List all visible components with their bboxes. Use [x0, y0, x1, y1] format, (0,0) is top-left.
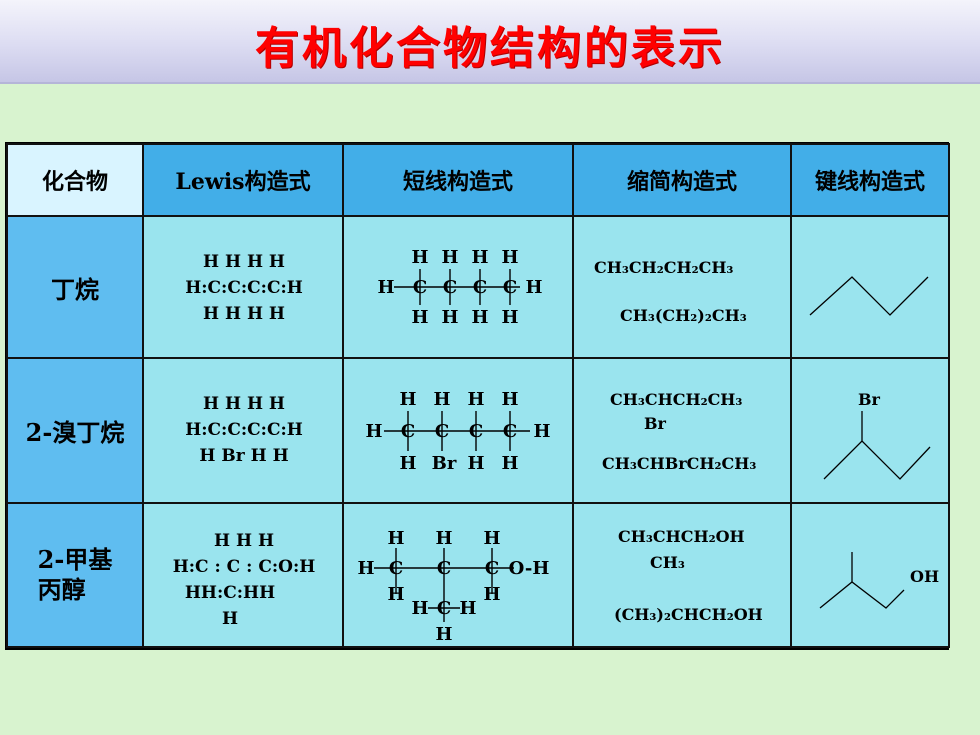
skeletal-structure: [790, 215, 950, 359]
condensed-structure: CH₃CHCH₂OH CH₃ (CH₃)₂CHCH₂OH: [572, 502, 792, 648]
atom-h: H: [483, 584, 500, 605]
atom-h: H: [459, 598, 476, 619]
lewis-mid: H:C:C:C:C:H: [185, 420, 303, 440]
skeletal-label: Br: [858, 390, 881, 409]
col-header-dash: 短线构造式: [342, 143, 574, 217]
atom-h: H: [483, 528, 500, 549]
lewis-structure: H H H H:C : C : C:O:H HH:C:HH H: [142, 502, 344, 648]
condensed-structure: CH₃CHCH₂CH₃ Br CH₃CHBrCH₂CH₃: [572, 357, 792, 504]
lewis-structure: H H H H H:C:C:C:C:H H H H H: [142, 215, 344, 359]
lewis-top: H H H: [214, 531, 274, 551]
compound-name: 2-甲基 丙醇: [6, 502, 144, 648]
skeletal-structure: Br: [790, 357, 950, 504]
atom-h: H: [435, 528, 452, 549]
atom-h: H: [411, 598, 428, 619]
atom-h: H: [377, 277, 394, 298]
col-header-condensed: 缩简构造式: [572, 143, 792, 217]
atom-h: H: [533, 421, 550, 442]
lewis-structure: H H H H H:C:C:C:C:H H Br H H: [142, 357, 344, 504]
atom-h: H: [399, 453, 416, 474]
atom-c: C: [435, 421, 449, 442]
col-header-skeletal: 键线构造式: [790, 143, 950, 217]
atom-c: C: [413, 277, 427, 298]
atom-c: C: [437, 598, 451, 619]
atom-h: H: [467, 453, 484, 474]
atom-h: H: [399, 389, 416, 410]
atom-h: H: [357, 558, 374, 579]
atom-h: H: [441, 247, 458, 268]
condensed-formula: CH₃(CH₂)₂CH₃: [620, 306, 747, 325]
atom-c: C: [443, 277, 457, 298]
col-header-compound: 化合物: [6, 143, 144, 217]
atom-c: C: [473, 277, 487, 298]
col-header-lewis: Lewis构造式: [142, 143, 344, 217]
condensed-formula: CH₃CHBrCH₂CH₃: [602, 454, 756, 473]
lewis-mid: H:C : C : C:O:H: [173, 557, 316, 577]
page-title: 有机化合物结构的表示: [255, 23, 725, 74]
condensed-formula: CH₃CHCH₂OH: [618, 527, 745, 546]
atom-h: H: [387, 584, 404, 605]
condensed-substituent: CH₃: [650, 553, 685, 572]
condensed-formula: CH₃CHCH₂CH₃: [610, 390, 742, 409]
atom-h: H: [501, 453, 518, 474]
atom-h: H: [471, 247, 488, 268]
lewis-bottom: H Br H H: [199, 446, 288, 466]
atom-h: H: [467, 389, 484, 410]
lewis-top: H H H H: [203, 252, 285, 272]
atom-c: C: [469, 421, 483, 442]
condensed-formula: (CH₃)₂CHCH₂OH: [614, 605, 763, 624]
atom-oh: O-H: [509, 558, 550, 579]
table-row: 2-甲基 丙醇 H H H H:C : C : C:O:H HH:C:HH H: [6, 502, 950, 648]
lewis-bottom: HH:C:HH: [185, 583, 275, 603]
atom-c: C: [485, 558, 499, 579]
compound-name-line1: 2-甲基: [37, 545, 113, 574]
condensed-structure: CH₃CH₂CH₂CH₃ CH₃(CH₂)₂CH₃: [572, 215, 792, 359]
atom-h: H: [365, 421, 382, 442]
compound-name-line2: 丙醇: [37, 575, 86, 604]
lewis-extra: H: [222, 609, 238, 629]
atom-h: H: [441, 307, 458, 328]
atom-h: H: [471, 307, 488, 328]
atom-c: C: [401, 421, 415, 442]
atom-br: Br: [432, 453, 457, 474]
skeletal-label: OH: [910, 567, 939, 586]
atom-h: H: [433, 389, 450, 410]
atom-h: H: [411, 247, 428, 268]
skeletal-structure: OH: [790, 502, 950, 648]
atom-h: H: [501, 307, 518, 328]
atom-h: H: [501, 389, 518, 410]
atom-c: C: [503, 421, 517, 442]
atom-c: C: [503, 277, 517, 298]
atom-c: C: [437, 558, 451, 579]
atom-h: H: [387, 528, 404, 549]
lewis-top: H H H H: [203, 394, 285, 414]
atom-h: H: [435, 624, 452, 645]
atom-c: C: [389, 558, 403, 579]
title-bar: 有机化合物结构的表示: [0, 0, 980, 84]
condensed-substituent: Br: [644, 414, 667, 433]
lewis-mid: H:C:C:C:C:H: [185, 278, 303, 298]
structure-table: 化合物 Lewis构造式 短线构造式 缩简构造式 键线构造式 丁烷 H H H …: [6, 143, 950, 648]
compound-name: 2-溴丁烷: [6, 357, 144, 504]
lewis-bottom: H H H H: [203, 304, 285, 324]
atom-h: H: [525, 277, 542, 298]
atom-h: H: [411, 307, 428, 328]
atom-h: H: [501, 247, 518, 268]
header-row: 化合物 Lewis构造式 短线构造式 缩简构造式 键线构造式: [6, 143, 950, 217]
condensed-formula: CH₃CH₂CH₂CH₃: [594, 258, 733, 277]
compound-name: 丁烷: [6, 215, 144, 359]
